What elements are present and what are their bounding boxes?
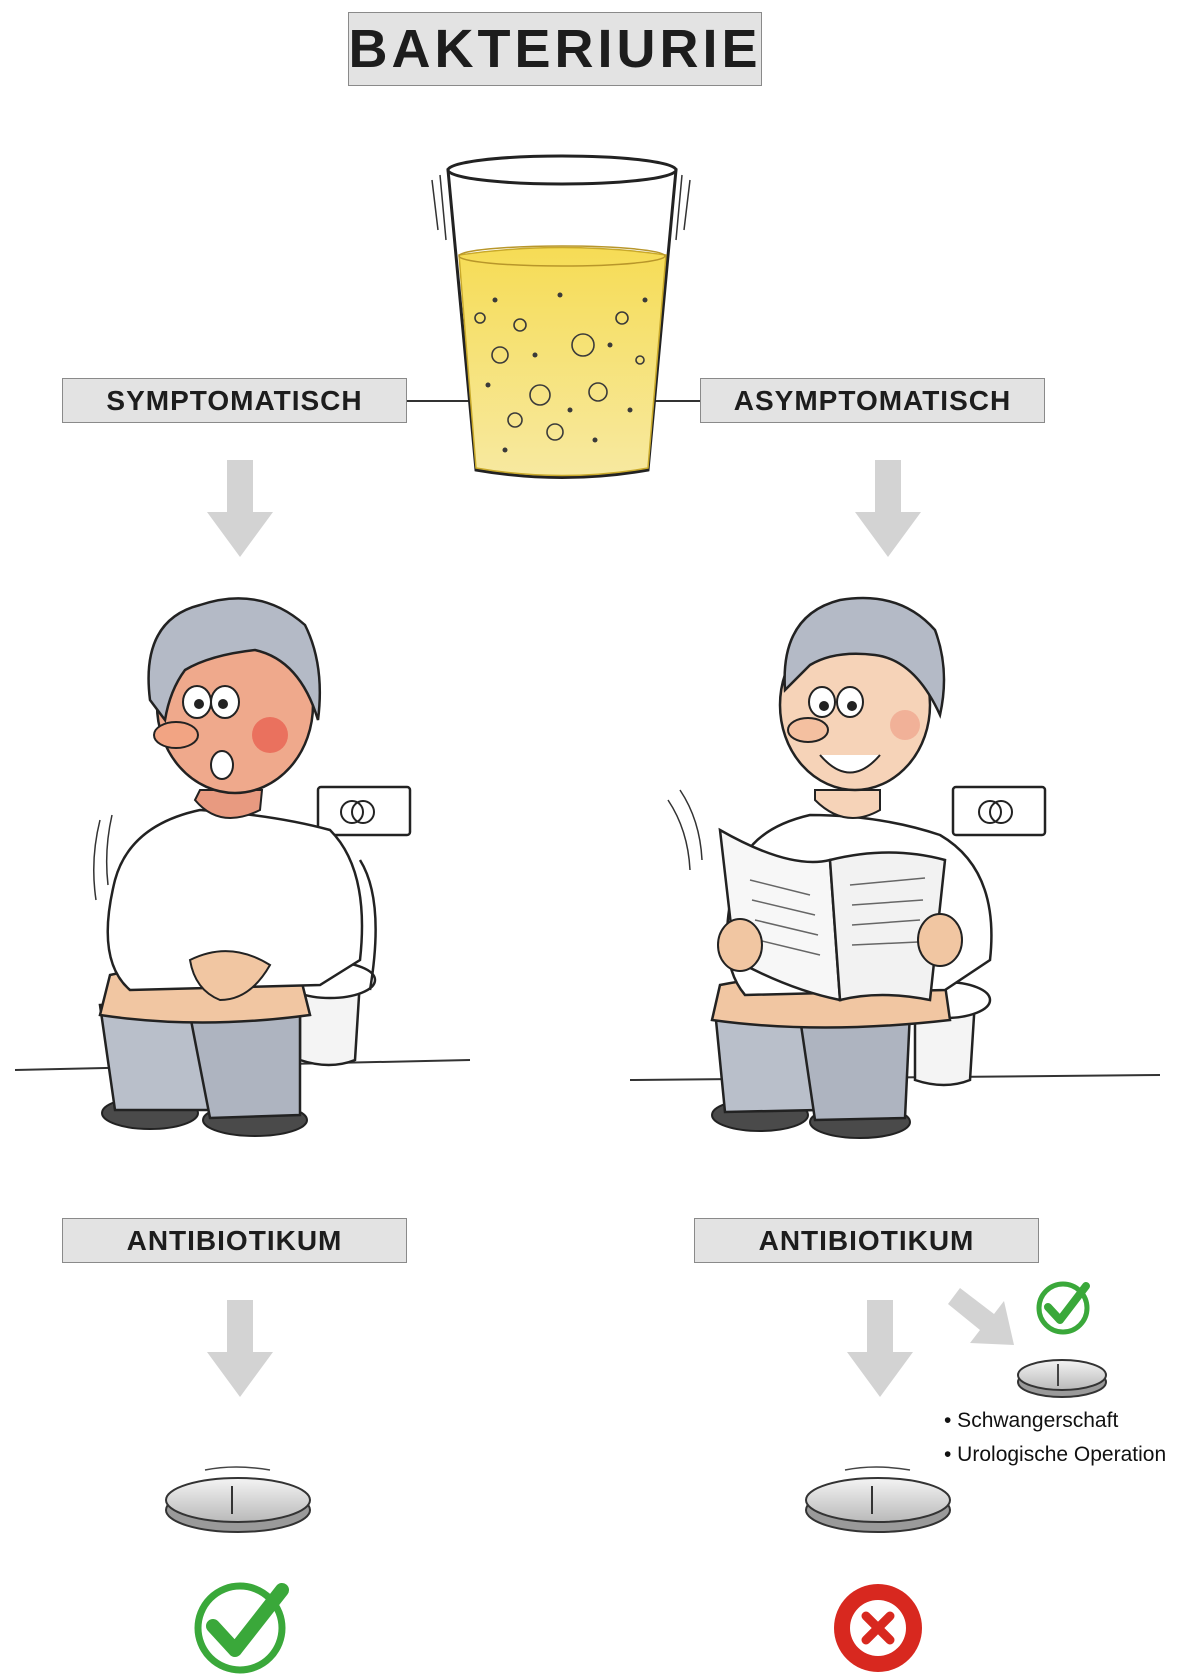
arrow-down-left-1 (207, 460, 273, 557)
arrow-down-right-2 (847, 1300, 913, 1397)
urine-glass-illustration (432, 156, 690, 478)
pill-icon-left (166, 1467, 310, 1532)
exception-item-pregnancy: • Schwangerschaft (944, 1404, 1184, 1438)
exception-list: • Schwangerschaft • Urologische Operatio… (944, 1404, 1184, 1472)
symptomatic-man-illustration (15, 598, 470, 1136)
arrow-down-right-1 (855, 460, 921, 557)
pill-icon-small (1018, 1360, 1106, 1397)
antibiotic-label-left: ANTIBIOTIKUM (62, 1218, 407, 1263)
symptomatic-label: SYMPTOMATISCH (62, 378, 407, 423)
page-title: BAKTERIURIE (348, 12, 762, 86)
antibiotic-label-right: ANTIBIOTIKUM (694, 1218, 1039, 1263)
arrow-diagonal-right (948, 1288, 1014, 1345)
exception-check-icon (1039, 1284, 1087, 1332)
pill-icon-right (806, 1467, 950, 1532)
arrow-down-left-2 (207, 1300, 273, 1397)
green-check-icon (198, 1586, 282, 1670)
asymptomatic-man-illustration (630, 598, 1160, 1138)
red-x-icon (834, 1584, 922, 1672)
asymptomatic-label: ASYMPTOMATISCH (700, 378, 1045, 423)
exception-item-urologic-surgery: • Urologische Operation (944, 1438, 1184, 1472)
